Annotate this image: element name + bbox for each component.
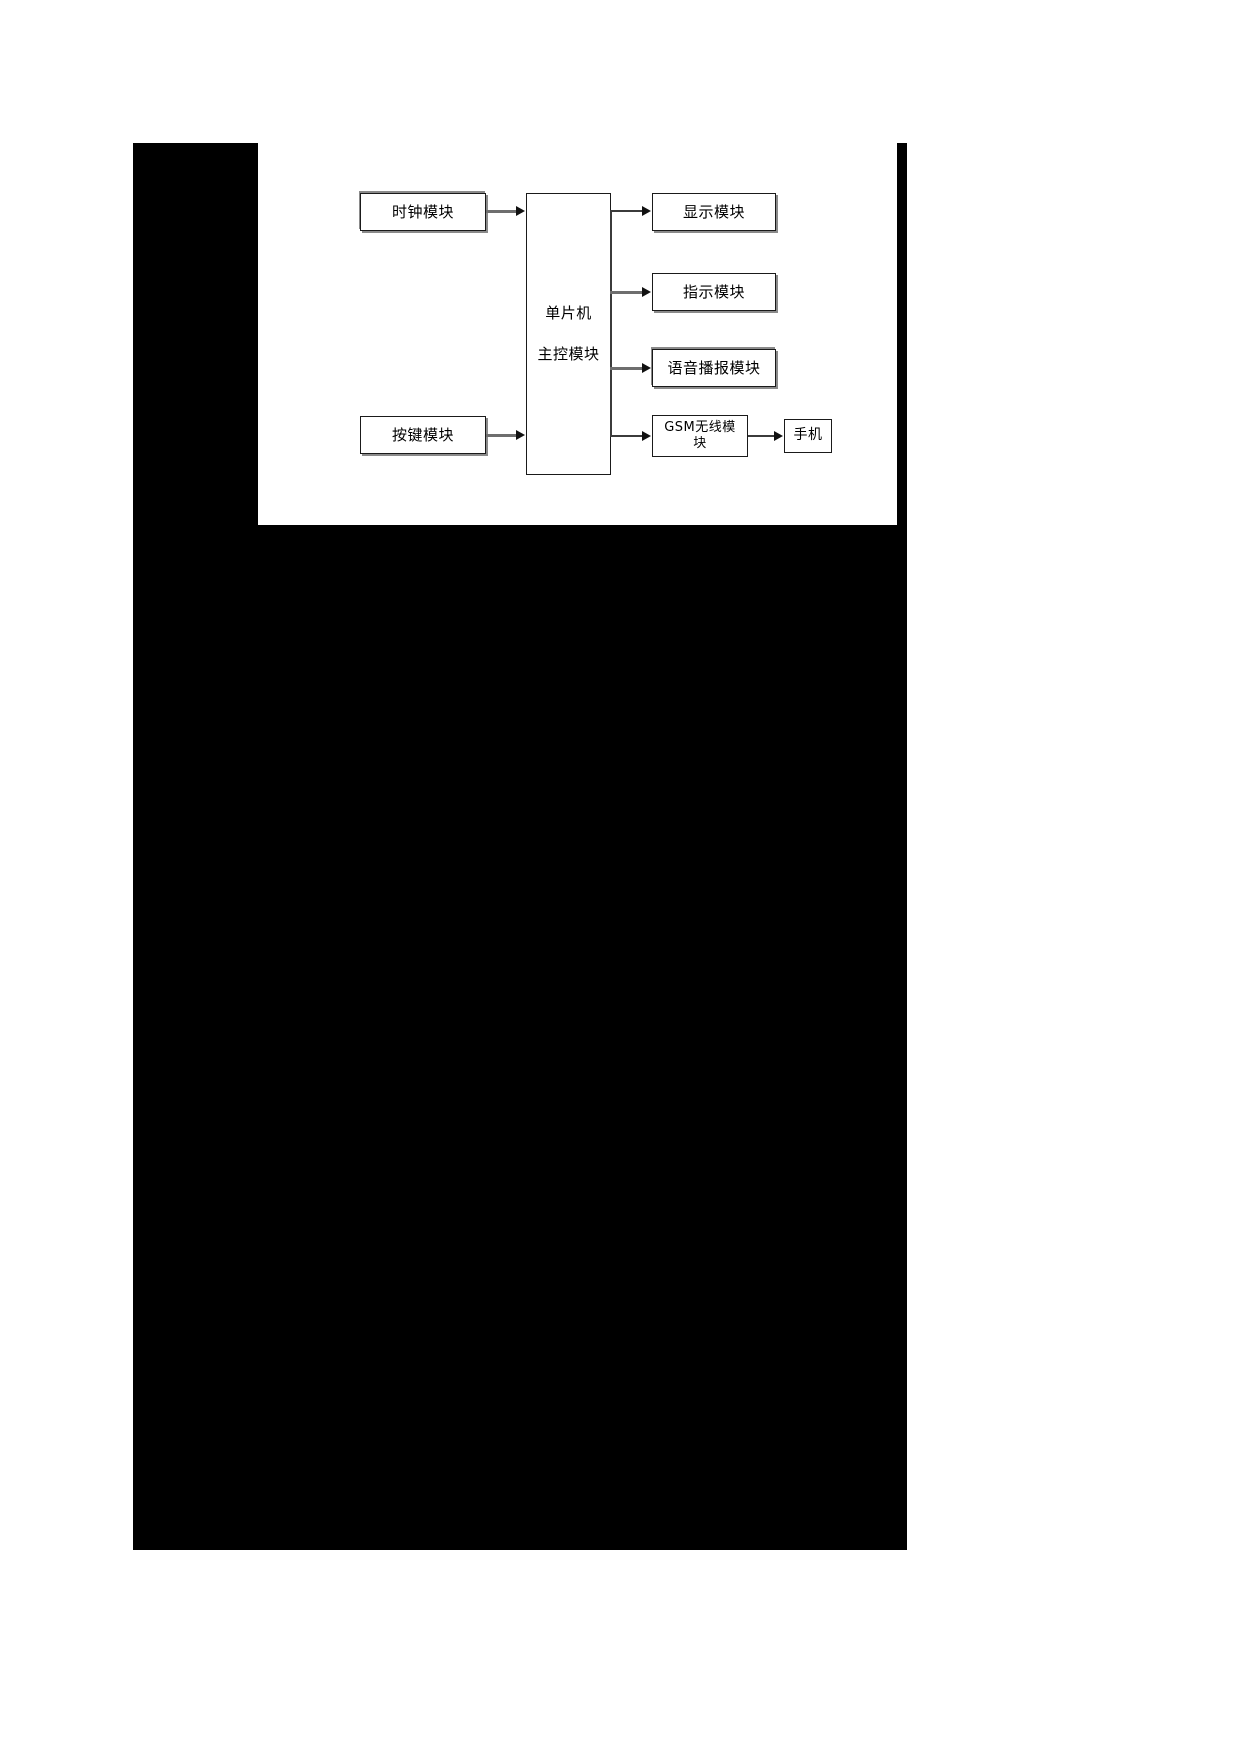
edge-keys-to-mcu-arrow-icon [516,430,525,440]
node-display-module-label: 显示模块 [682,202,745,221]
node-gsm-wireless-module[interactable]: GSM无线模 块 [652,415,748,457]
node-key-module-label: 按键模块 [391,425,454,444]
diagram-layer: 时钟模块 按键模块 单片机 主控模块 显示模块 指示模块 语音播报模块 GSM无… [258,143,897,525]
node-indicator-module-label: 指示模块 [682,282,745,301]
edge-mcu-to-indicator-line [610,291,644,294]
edge-mcu-to-voice-arrow-icon [642,363,651,373]
node-gsm-wireless-module-label-line2: 块 [693,436,707,451]
node-mobile-phone-label: 手机 [793,427,823,444]
node-clock-module-label: 时钟模块 [391,202,454,221]
node-voice-broadcast-module-label: 语音播报模块 [667,358,761,377]
edge-gsm-to-phone-arrow-icon [774,431,783,441]
edge-mcu-to-gsm-arrow-icon [642,431,651,441]
node-mcu-label-line2: 主控模块 [537,345,600,363]
node-mobile-phone[interactable]: 手机 [784,419,832,453]
edge-keys-to-mcu-line [486,434,518,437]
node-clock-module[interactable]: 时钟模块 [360,193,486,231]
edge-mcu-to-display-line [610,210,644,212]
mcu-output-bus-spine [610,210,612,435]
edge-mcu-to-voice-line [610,367,644,370]
edge-mcu-to-display-arrow-icon [642,206,651,216]
edge-gsm-to-phone-line [748,435,776,437]
node-voice-broadcast-module[interactable]: 语音播报模块 [652,349,776,387]
node-indicator-module[interactable]: 指示模块 [652,273,776,311]
edge-mcu-to-indicator-arrow-icon [642,287,651,297]
node-key-module[interactable]: 按键模块 [360,416,486,454]
node-display-module[interactable]: 显示模块 [652,193,776,231]
node-gsm-wireless-module-label-line1: GSM无线模 [664,419,736,435]
diagram-canvas: 时钟模块 按键模块 单片机 主控模块 显示模块 指示模块 语音播报模块 GSM无… [258,143,897,525]
edge-clock-to-mcu-line [486,210,518,213]
node-mcu-label-line1: 单片机 [545,304,592,323]
edge-mcu-to-gsm-line [610,435,644,437]
node-mcu-main-control[interactable]: 单片机 主控模块 [526,193,611,475]
edge-clock-to-mcu-arrow-icon [516,206,525,216]
